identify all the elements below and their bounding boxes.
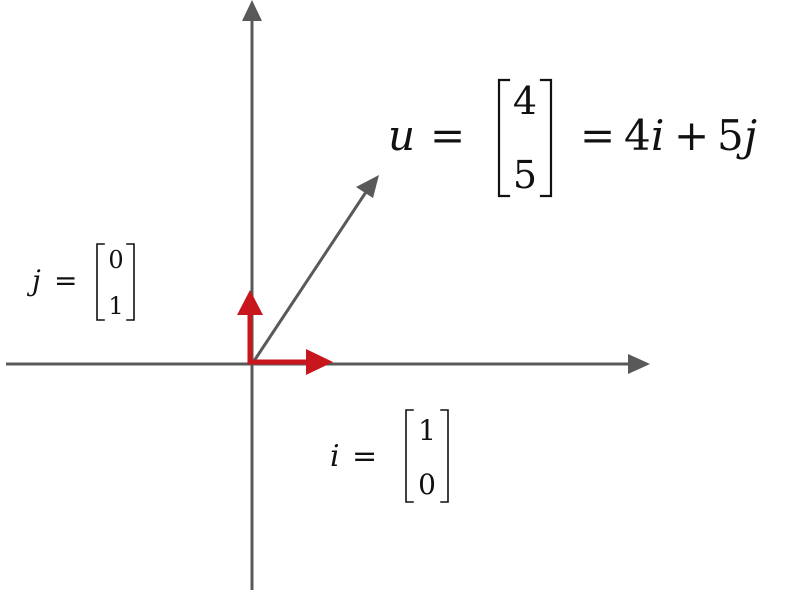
basis-j-arrow bbox=[237, 290, 263, 364]
basis-i-component-x: 1 bbox=[418, 414, 436, 447]
basis-j-left-bracket bbox=[96, 243, 105, 321]
vector-u-var-i: i bbox=[651, 111, 664, 160]
vector-u-plus: + bbox=[674, 111, 709, 160]
basis-i-name: i bbox=[330, 439, 340, 474]
vector-u-equals-2: = bbox=[580, 111, 615, 160]
basis-i-right-bracket bbox=[440, 409, 449, 503]
vector-u-component-x: 4 bbox=[513, 79, 537, 123]
basis-i-equals: = bbox=[352, 439, 377, 474]
vector-u-equals: = bbox=[430, 111, 465, 160]
basis-i-left-bracket bbox=[405, 409, 414, 503]
vector-u-coef-j: 5 bbox=[717, 111, 744, 160]
vector-u-left-bracket bbox=[497, 78, 511, 198]
basis-j-component-y: 1 bbox=[108, 292, 123, 320]
basis-j-name: j bbox=[26, 264, 41, 297]
basis-i-arrowhead bbox=[306, 349, 333, 375]
basis-j-equals: = bbox=[54, 264, 77, 297]
vector-u-shaft bbox=[250, 191, 368, 365]
vector-u-right-bracket bbox=[539, 78, 553, 198]
y-axis-arrowhead bbox=[242, 0, 262, 21]
basis-j-component-x: 0 bbox=[108, 246, 123, 274]
vector-u-coef-i: 4 bbox=[624, 111, 651, 160]
basis-j-right-bracket bbox=[126, 243, 135, 321]
basis-j-arrowhead bbox=[237, 290, 263, 315]
basis-i-component-y: 0 bbox=[418, 468, 436, 501]
basis-i-arrow bbox=[248, 349, 333, 375]
basis-i-label: i = 1 0 bbox=[330, 409, 449, 503]
x-axis-arrowhead bbox=[628, 354, 650, 374]
vector-u-component-y: 5 bbox=[513, 153, 537, 197]
vector-u-label: u = 4 5 = 4 i + 5 j bbox=[388, 78, 757, 198]
vector-u-arrow bbox=[250, 175, 379, 365]
vector-u-arrowhead bbox=[356, 175, 379, 198]
vector-u-name: u bbox=[388, 111, 415, 160]
basis-j-label: j = 0 1 bbox=[26, 243, 135, 321]
